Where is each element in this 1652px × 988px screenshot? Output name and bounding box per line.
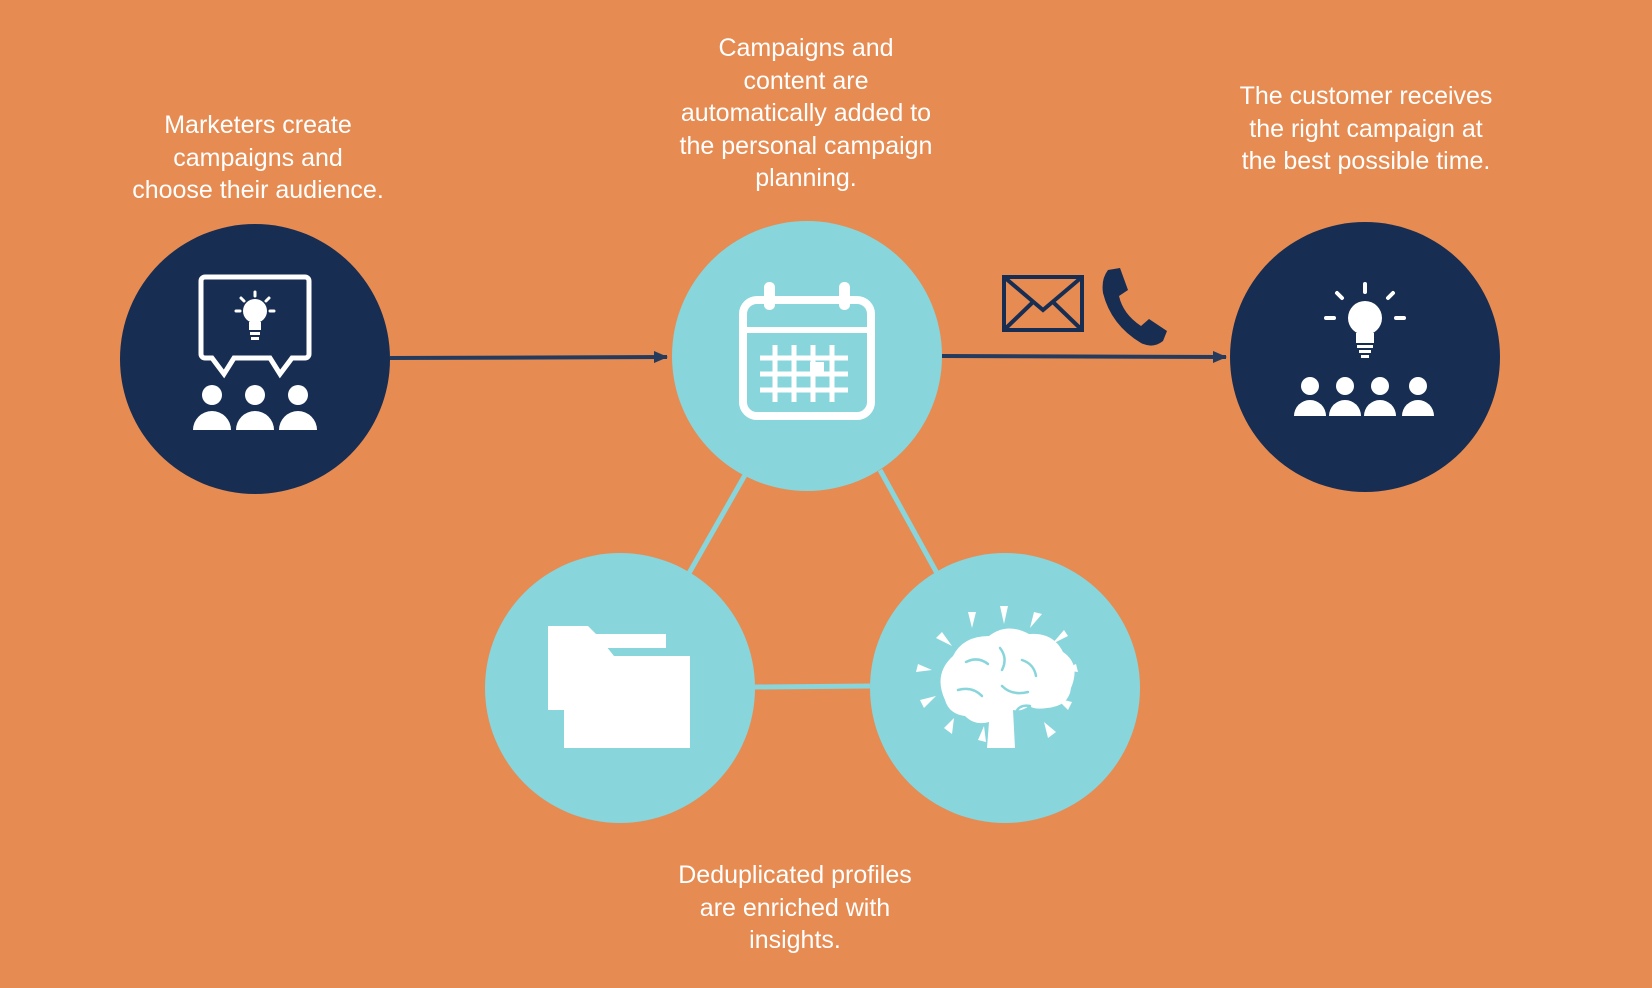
caption-line: planning. <box>755 164 857 192</box>
caption-line: The customer receives <box>1239 82 1493 110</box>
connector-planning-insights <box>877 468 941 577</box>
caption-line: choose their audience. <box>132 176 384 204</box>
caption-line: the personal campaign <box>679 131 933 160</box>
caption-line: the best possible time. <box>1241 147 1491 175</box>
node-customer <box>1230 222 1500 492</box>
caption-line: content are <box>743 66 869 95</box>
caption-marketers: Marketers create campaigns and choose th… <box>108 109 408 207</box>
phone-icon <box>1102 268 1167 346</box>
arrow-marketers-to-planning <box>389 351 668 364</box>
caption-line: Deduplicated profiles <box>678 861 912 889</box>
folders-icon <box>548 626 690 748</box>
node-insights <box>870 553 1140 823</box>
caption-customer: The customer receives the right campaign… <box>1216 80 1516 178</box>
caption-line: insights. <box>749 926 841 954</box>
node-marketers <box>120 224 390 494</box>
connector-planning-profiles <box>685 473 748 577</box>
connectors <box>685 468 941 690</box>
brain-icon <box>916 606 1078 748</box>
caption-campaign-planning: Campaigns and content are automatically … <box>656 32 956 195</box>
calendar-icon <box>739 282 875 420</box>
node-campaign-planning <box>672 221 942 491</box>
caption-line: automatically added to <box>680 99 932 127</box>
caption-line: Marketers create <box>164 111 352 139</box>
caption-line: campaigns and <box>173 143 343 172</box>
caption-profiles: Deduplicated profiles are enriched with … <box>645 859 945 957</box>
connector-profiles-insights <box>754 683 871 690</box>
envelope-icon <box>1002 275 1084 332</box>
node-profiles <box>485 553 755 823</box>
caption-line: are enriched with <box>699 893 891 922</box>
idea-audience-icon <box>1294 282 1434 416</box>
caption-line: the right campaign at <box>1249 114 1483 143</box>
arrow-planning-to-customer <box>940 350 1227 363</box>
caption-line: Campaigns and <box>718 34 894 62</box>
presentation-audience-icon <box>193 274 317 430</box>
